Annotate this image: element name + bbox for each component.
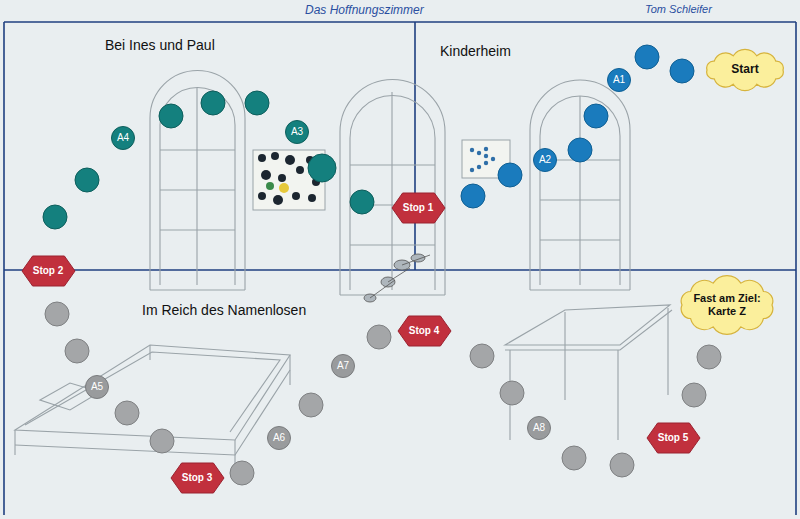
field-circle xyxy=(86,376,109,399)
cloud-shape xyxy=(707,49,784,90)
action-field: A2 xyxy=(533,148,557,172)
region-name: Kinderheim xyxy=(440,43,511,59)
painting-sketch xyxy=(253,140,510,210)
stop-label: Stop 1 xyxy=(403,202,434,214)
stop-label: Stop 5 xyxy=(658,432,689,444)
path-dots xyxy=(43,45,721,485)
field-label: A6 xyxy=(273,432,285,444)
field-circle xyxy=(268,427,291,450)
board-frame xyxy=(4,22,796,515)
field-label: A5 xyxy=(91,381,103,393)
field-label: A4 xyxy=(117,132,129,144)
stop-field: Stop 1 xyxy=(392,193,445,223)
field-circle xyxy=(332,355,355,378)
goal-cloud: Fast am Ziel: Karte Z xyxy=(678,278,776,332)
cloud-shape xyxy=(681,276,773,335)
field-circle xyxy=(608,69,631,92)
window-sketches xyxy=(150,71,630,296)
field-circle xyxy=(286,121,309,144)
action-field: A3 xyxy=(285,120,309,144)
handwritten-title: Das Hoffnungszimmer xyxy=(305,3,424,17)
field-label: A2 xyxy=(539,154,551,166)
cloud-label: Start xyxy=(731,63,758,77)
field-label: A8 xyxy=(533,422,545,434)
action-field: A4 xyxy=(111,126,135,150)
bed-sketch xyxy=(15,345,290,470)
region-name: Bei Ines und Paul xyxy=(105,37,215,53)
field-circle xyxy=(112,127,135,150)
stop-field: Stop 4 xyxy=(398,316,451,346)
stop-field: Stop 2 xyxy=(22,256,75,286)
stop-hexagon xyxy=(392,193,445,223)
stop-label: Stop 2 xyxy=(33,265,64,277)
stop-field: Stop 5 xyxy=(647,423,700,453)
table-sketch xyxy=(505,305,672,440)
stop-hexagon xyxy=(398,316,451,346)
field-circle xyxy=(528,417,551,440)
field-label: A3 xyxy=(291,126,303,138)
action-field: A7 xyxy=(331,354,355,378)
field-circle xyxy=(534,149,557,172)
stop-field: Stop 3 xyxy=(171,463,224,493)
cloud-label: Fast am Ziel: Karte Z xyxy=(693,292,761,317)
action-field: A1 xyxy=(607,68,631,92)
field-label: A1 xyxy=(613,74,625,86)
flower-sketch xyxy=(364,254,430,302)
handwritten-author: Tom Schleifer xyxy=(645,3,712,15)
action-field: A6 xyxy=(267,426,291,450)
stop-label: Stop 4 xyxy=(409,325,440,337)
action-field: A5 xyxy=(85,375,109,399)
stop-hexagon xyxy=(22,256,75,286)
stop-label: Stop 3 xyxy=(182,472,213,484)
stop-hexagon xyxy=(647,423,700,453)
stop-hexagon xyxy=(171,463,224,493)
region-name: Im Reich des Namenlosen xyxy=(142,302,306,318)
field-label: A7 xyxy=(337,360,349,372)
start-cloud: Start xyxy=(703,51,787,89)
action-field: A8 xyxy=(527,416,551,440)
